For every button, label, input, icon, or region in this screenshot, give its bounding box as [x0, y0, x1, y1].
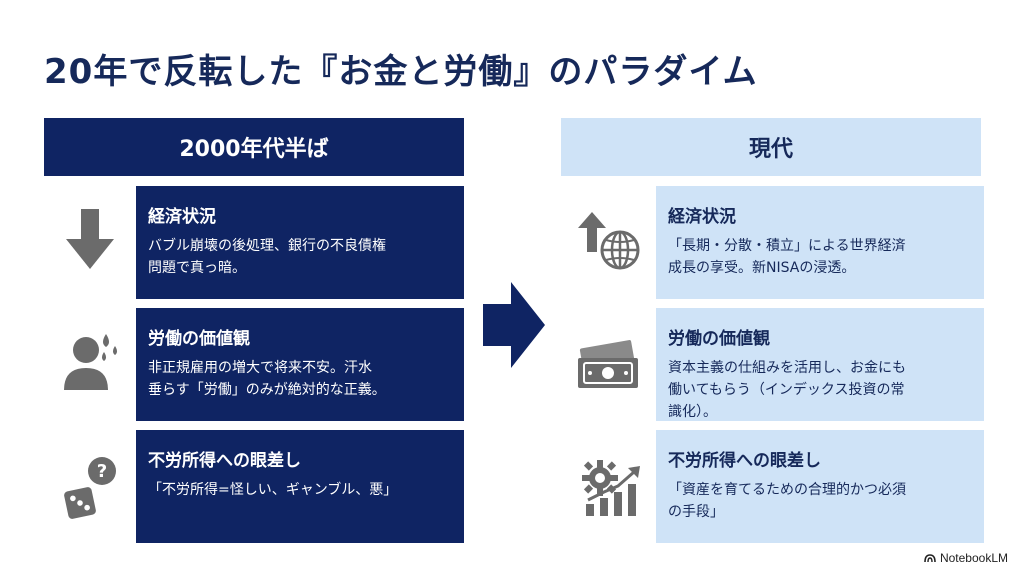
right-card-economy: 経済状況 「長期・分散・積立」による世界経済 成長の享受。新NISAの浸透。 — [656, 186, 984, 299]
banknotes-icon — [578, 340, 638, 388]
sweating-worker-icon — [64, 334, 117, 390]
left-column-header: 2000年代半ば — [44, 118, 464, 176]
notebooklm-logo-icon — [924, 554, 936, 563]
brand-label: NotebookLM — [939, 551, 1008, 565]
card-text: 「長期・分散・積立」による世界経済 成長の享受。新NISAの浸透。 — [668, 238, 906, 276]
left-card-passive-income: 不労所得への眼差し 「不労所得=怪しい、ギャンブル、悪」 — [136, 430, 464, 543]
card-title: 労働の価値観 — [668, 329, 770, 349]
right-card-passive-income: 不労所得への眼差し 「資産を育てるための合理的かつ必須 の手段」 — [656, 430, 984, 543]
growth-globe-icon — [578, 212, 640, 270]
brand-watermark: NotebookLM — [924, 551, 1008, 565]
card-text: 「不労所得=怪しい、ギャンブル、悪」 — [148, 482, 398, 498]
left-card-economy: 経済状況 バブル崩壊の後処理、銀行の不良債権 問題で真っ暗。 — [136, 186, 464, 299]
right-card-labor-values: 労働の価値観 資本主義の仕組みを活用し、お金にも 働いてもらう（インデックス投資… — [656, 308, 984, 421]
right-column-header: 現代 — [561, 118, 981, 176]
card-title: 経済状況 — [148, 207, 216, 227]
question-dice-icon: ? — [64, 457, 116, 519]
card-text: 非正規雇用の増大で将来不安。汗水 垂らす「労働」のみが絶対的な正義。 — [148, 360, 386, 398]
card-text: 「資産を育てるための合理的かつ必須 の手段」 — [668, 482, 906, 520]
slide-title: 20年で反転した『お金と労働』のパラダイム — [44, 52, 758, 92]
card-title: 労働の価値観 — [148, 329, 250, 349]
card-title: 不労所得への眼差し — [668, 451, 821, 471]
left-card-labor-values: 労働の価値観 非正規雇用の増大で将来不安。汗水 垂らす「労働」のみが絶対的な正義… — [136, 308, 464, 421]
card-title: 経済状況 — [668, 207, 736, 227]
svg-text:?: ? — [97, 461, 107, 482]
card-text: 資本主義の仕組みを活用し、お金にも 働いてもらう（インデックス投資の常 識化）。 — [668, 360, 906, 420]
gear-growth-icon — [582, 460, 640, 516]
card-text: バブル崩壊の後処理、銀行の不良債権 問題で真っ暗。 — [148, 238, 386, 276]
down-arrow-icon — [66, 209, 114, 269]
right-arrow-icon — [483, 282, 545, 368]
card-title: 不労所得への眼差し — [148, 451, 301, 471]
